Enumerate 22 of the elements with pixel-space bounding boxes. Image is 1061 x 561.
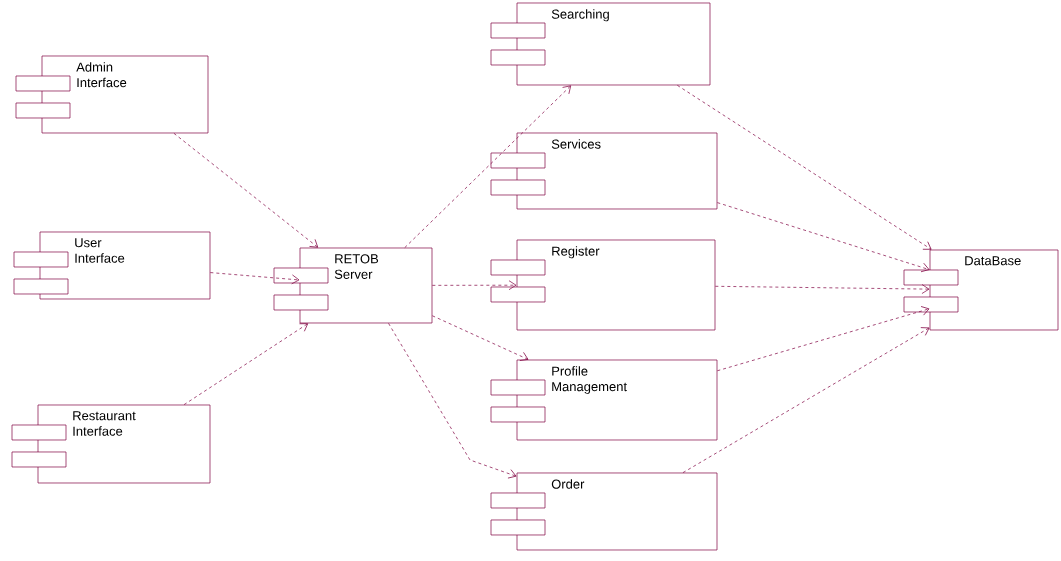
- component-box: Order: [490, 472, 718, 551]
- component-box: Profile Management: [490, 359, 718, 441]
- dependency-arrow: [717, 306, 930, 372]
- component-box: Searching: [490, 2, 711, 86]
- component-box: User Interface: [13, 231, 211, 300]
- dependency-arrow: [173, 133, 319, 248]
- dependency-arrow: [432, 315, 529, 361]
- component-box: Admin Interface: [15, 55, 209, 134]
- component-box: Register: [490, 239, 716, 331]
- component-box: Services: [490, 132, 718, 210]
- dependency-arrow: [183, 323, 309, 405]
- dependency-arrow: [682, 327, 930, 473]
- dependency-arrow: [677, 85, 932, 250]
- dependency-arrow: [717, 202, 930, 273]
- dependency-arrow: [210, 272, 300, 285]
- dependency-arrow: [715, 284, 930, 294]
- component-box: DataBase: [903, 249, 1059, 331]
- dependency-arrow: [432, 280, 517, 291]
- dependency-arrow: [404, 85, 572, 248]
- component-box: Restaurant Interface: [11, 404, 211, 484]
- component-box: RETOB Server: [273, 247, 433, 324]
- dependency-arrow: [388, 323, 517, 479]
